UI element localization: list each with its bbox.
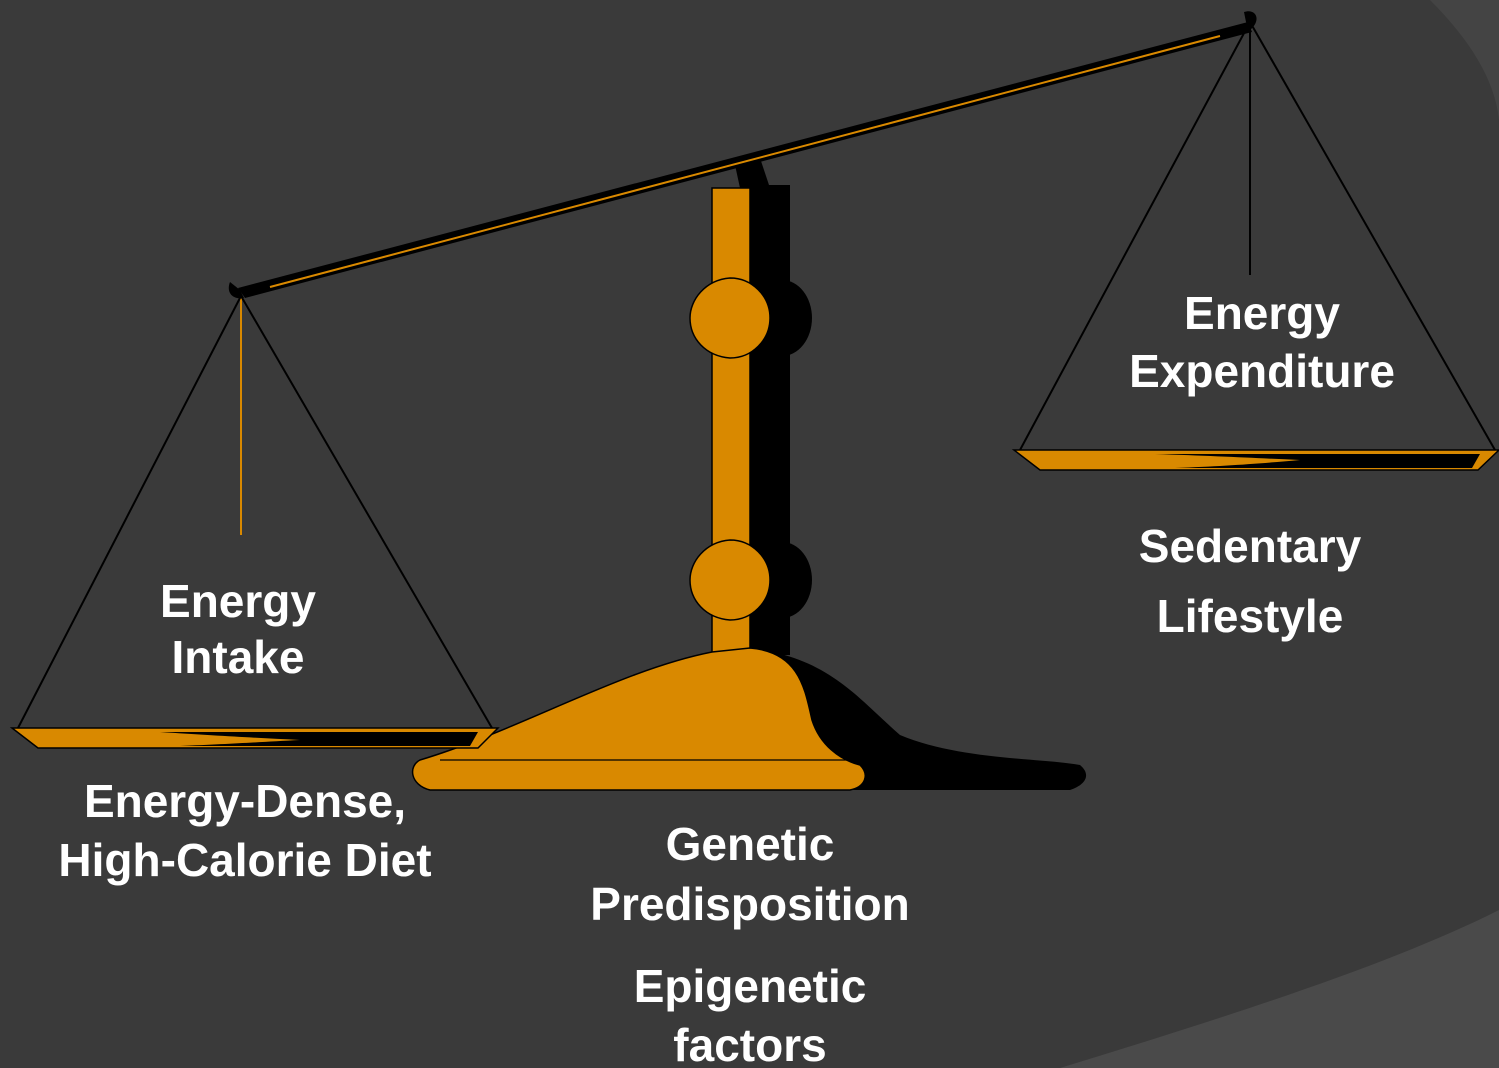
background-swoosh <box>1060 910 1499 1068</box>
genetic-line2: Predisposition <box>590 875 909 935</box>
diet-label: Energy-Dense, High-Calorie Diet <box>58 772 431 890</box>
sedentary-line2: Lifestyle <box>1139 582 1361 652</box>
genetic-line1: Genetic <box>590 815 909 875</box>
epigenetic-factors-label: Epigenetic factors <box>634 957 867 1068</box>
knob-upper <box>690 278 770 358</box>
energy-expenditure-label: Energy Expenditure <box>1129 285 1395 400</box>
background-swoosh-top <box>1430 0 1499 120</box>
knob-lower <box>690 540 770 620</box>
sedentary-line1: Sedentary <box>1139 512 1361 582</box>
energy-intake-label: Energy Intake <box>160 573 316 685</box>
diet-line2: High-Calorie Diet <box>58 831 431 890</box>
energy-expenditure-line2: Expenditure <box>1129 343 1395 401</box>
energy-intake-line1: Energy <box>160 573 316 629</box>
energy-expenditure-line1: Energy <box>1129 285 1395 343</box>
epigenetic-line1: Epigenetic <box>634 957 867 1016</box>
sedentary-lifestyle-label: Sedentary Lifestyle <box>1139 512 1361 652</box>
energy-intake-line2: Intake <box>160 629 316 685</box>
epigenetic-line2: factors <box>634 1016 867 1068</box>
diet-line1: Energy-Dense, <box>58 772 431 831</box>
genetic-predisposition-label: Genetic Predisposition <box>590 815 909 935</box>
